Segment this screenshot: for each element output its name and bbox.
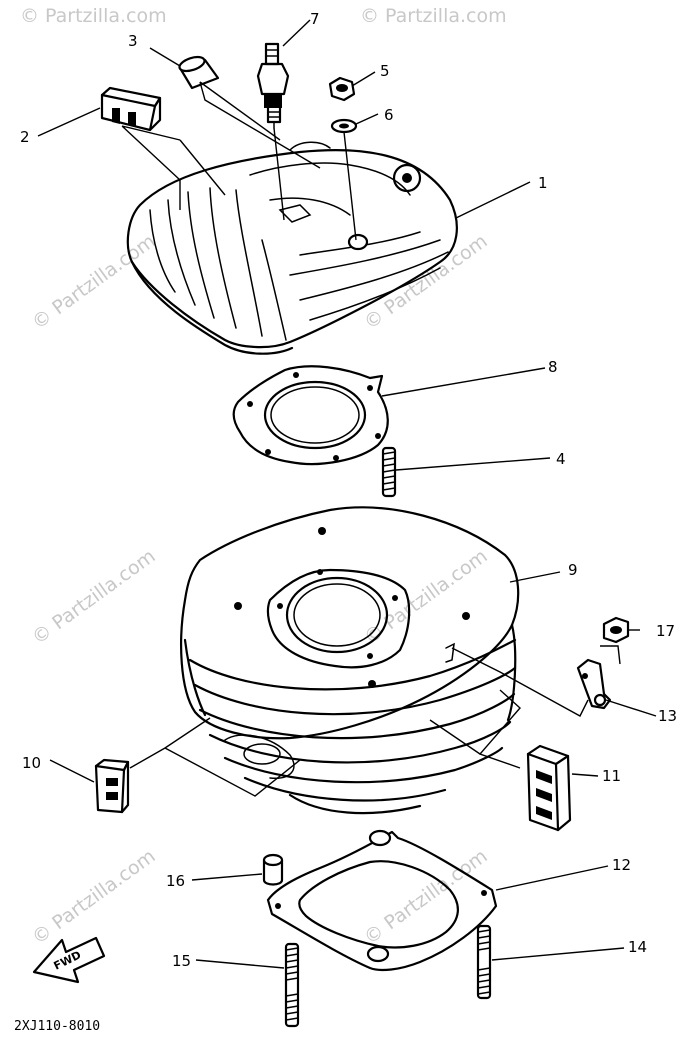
callout-labels: 1 2 3 4 5 6 7 8 9 10 11 12 13 14 15 16 1… (20, 10, 677, 970)
callout-3: 3 (128, 32, 138, 50)
callout-5: 5 (380, 62, 390, 80)
damper-left-part (94, 758, 130, 814)
watermark-4: © Partzilla.com (360, 230, 492, 334)
damper-right-part (526, 744, 572, 832)
callout-15: 15 (172, 952, 191, 970)
leader-lines (37, 19, 657, 969)
base-gasket-part (266, 829, 498, 972)
watermark-1: © Partzilla.com (20, 5, 167, 27)
callout-9: 9 (568, 561, 578, 579)
head-gasket-part (232, 365, 389, 466)
washer-part (330, 118, 358, 134)
watermark-7: © Partzilla.com (28, 845, 160, 949)
callout-2: 2 (20, 128, 30, 146)
callout-13: 13 (658, 707, 677, 725)
watermark-2: © Partzilla.com (360, 5, 507, 27)
callout-11: 11 (602, 767, 621, 785)
watermark-3: © Partzilla.com (28, 230, 160, 334)
callout-1: 1 (538, 174, 548, 192)
callout-7: 7 (310, 10, 320, 28)
stud-14-part (476, 924, 492, 1000)
stud-15-part (284, 942, 300, 1028)
nut-17-part (602, 616, 630, 644)
watermark-5: © Partzilla.com (28, 545, 160, 649)
callout-16: 16 (166, 872, 185, 890)
callout-8: 8 (548, 358, 558, 376)
cylinder-head-part (126, 141, 458, 355)
callout-10: 10 (22, 754, 41, 772)
bracket-part (576, 658, 612, 710)
nut-part (328, 76, 356, 102)
damper-upper-part (100, 86, 162, 132)
callout-6: 6 (384, 106, 394, 124)
callout-14: 14 (628, 938, 647, 956)
callout-4: 4 (556, 450, 566, 468)
watermarks: © Partzilla.com © Partzilla.com © Partzi… (20, 5, 507, 949)
diagram-code: 2XJ110-8010 (14, 1019, 100, 1034)
plug-cap-part (178, 55, 220, 90)
cylinder-part (180, 506, 520, 815)
callout-17: 17 (656, 622, 675, 640)
callout-12: 12 (612, 856, 631, 874)
dowel-part (262, 853, 284, 886)
spark-plug-part (256, 42, 290, 129)
stud-upper-part (381, 446, 397, 498)
